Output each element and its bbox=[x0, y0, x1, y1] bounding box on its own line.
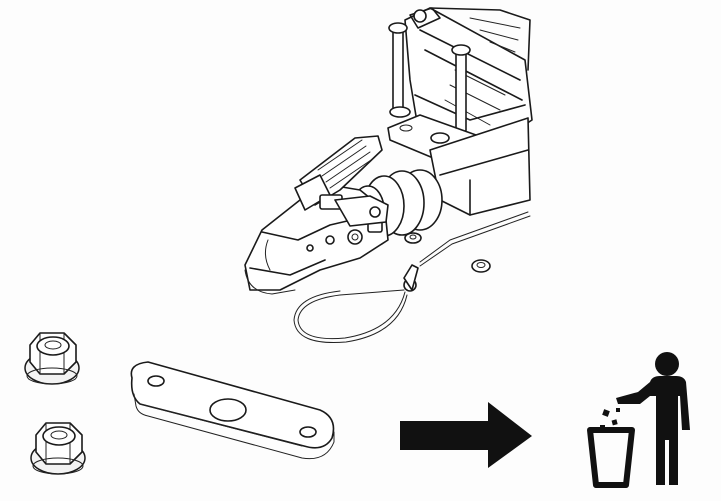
hitch-coupler-assembly bbox=[244, 7, 533, 344]
flange-nut-bottom bbox=[30, 422, 86, 475]
coupler-handle bbox=[294, 135, 389, 227]
bolt-left bbox=[388, 22, 411, 118]
flange-nut-top bbox=[24, 332, 80, 385]
breakaway-cable bbox=[293, 211, 531, 344]
arrow-right-icon bbox=[400, 402, 532, 468]
bolt-right bbox=[451, 44, 471, 133]
small-nut-2 bbox=[471, 259, 491, 273]
small-nut-1 bbox=[404, 232, 422, 244]
person-discarding-trash-icon bbox=[587, 352, 690, 488]
spacer-plate bbox=[130, 361, 335, 460]
